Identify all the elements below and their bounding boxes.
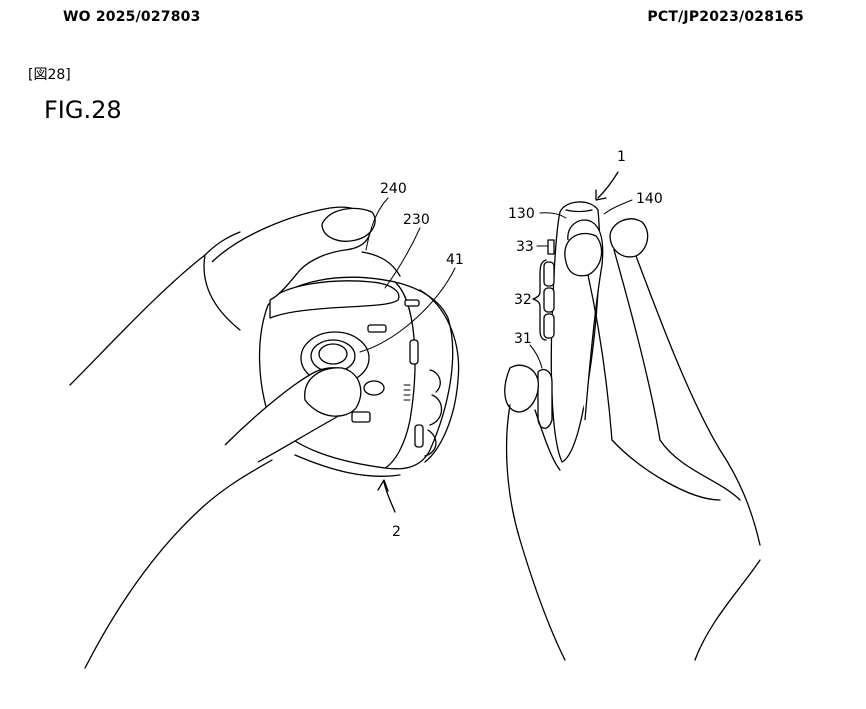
- ref-1: 1: [617, 149, 626, 165]
- ref-2: 2: [392, 524, 401, 540]
- ref-140: 140: [636, 191, 663, 207]
- ref-33: 33: [516, 239, 534, 255]
- left-hand-with-controller: [69, 206, 460, 669]
- ref-230: 230: [403, 212, 430, 228]
- arrowhead-2: [377, 479, 389, 492]
- ref-240: 240: [380, 181, 407, 197]
- ref-32: 32: [514, 292, 532, 308]
- arrow-2: [383, 481, 396, 513]
- right-hand-with-controller: [504, 201, 761, 661]
- ref-31: 31: [514, 331, 532, 347]
- figure-tag: [図28]: [28, 67, 71, 83]
- leader-130: [539, 212, 567, 219]
- arrowhead-1: [595, 189, 607, 201]
- brace-32: [532, 259, 547, 341]
- ref-130: 130: [508, 206, 535, 222]
- publication-number: WO 2025/027803: [63, 9, 201, 25]
- leader-140: [603, 199, 633, 215]
- arrow-1: [597, 171, 619, 199]
- leader-31: [529, 344, 543, 369]
- ref-41: 41: [446, 252, 464, 268]
- leader-230: [384, 227, 421, 289]
- leader-41: [359, 267, 456, 353]
- leader-240: [365, 197, 389, 251]
- figure-title: FIG.28: [44, 96, 122, 124]
- application-number: PCT/JP2023/028165: [647, 9, 804, 25]
